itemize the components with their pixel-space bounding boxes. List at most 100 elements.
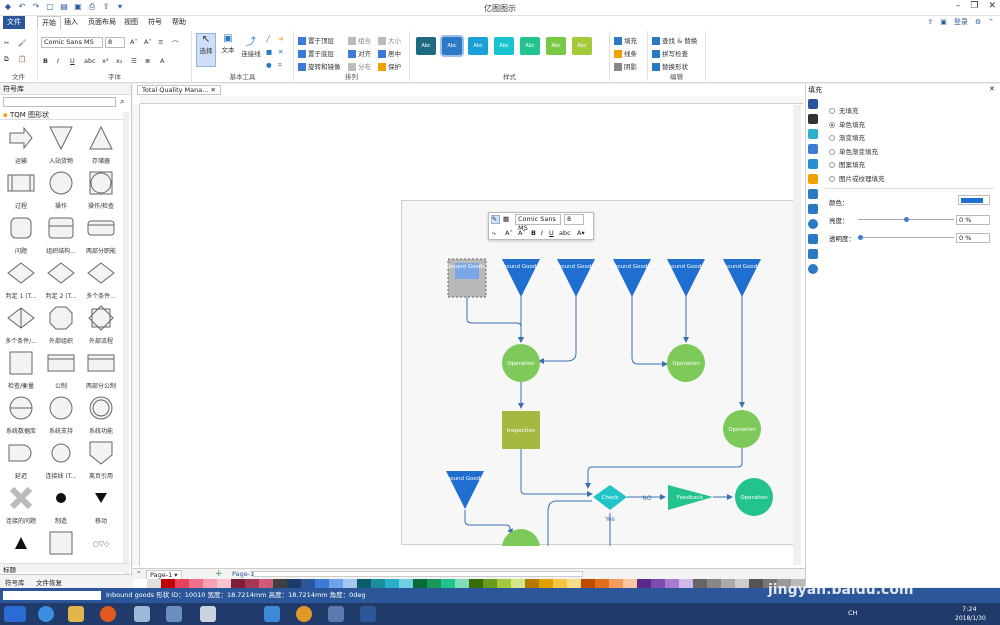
- palette-swatch[interactable]: [749, 579, 763, 588]
- shape-item[interactable]: 多个条件/...: [2, 304, 40, 349]
- connector-style-icon[interactable]: ⤷: [492, 229, 496, 237]
- palette-swatch[interactable]: [609, 579, 623, 588]
- palette-swatch[interactable]: [385, 579, 399, 588]
- circle-icon[interactable]: ●: [266, 61, 272, 69]
- group-button[interactable]: 组合: [348, 35, 371, 45]
- start-icon[interactable]: [4, 606, 26, 622]
- palette-swatch[interactable]: [343, 579, 357, 588]
- palette-swatch[interactable]: [287, 579, 301, 588]
- palette-swatch[interactable]: [665, 579, 679, 588]
- transparency-input[interactable]: 0 %: [956, 233, 990, 243]
- tab-file-recovery[interactable]: 文件恢复: [36, 579, 62, 587]
- grow-font-icon[interactable]: A˄: [505, 229, 513, 237]
- palette-swatch[interactable]: [189, 579, 203, 588]
- check-diamond[interactable]: [593, 485, 627, 510]
- palette-swatch[interactable]: [651, 579, 665, 588]
- tab-symbol-library[interactable]: 符号库: [5, 579, 25, 587]
- shape-item[interactable]: ○▽◇: [82, 529, 120, 574]
- inbound-goods-1-shape[interactable]: [447, 258, 487, 298]
- shape-item[interactable]: 操作/检查: [82, 169, 120, 214]
- shape-item[interactable]: 外部组织: [42, 304, 80, 349]
- color-picker[interactable]: [958, 195, 990, 205]
- status-input[interactable]: [3, 591, 101, 600]
- language-indicator[interactable]: CH: [848, 609, 858, 617]
- palette-swatch[interactable]: [273, 579, 287, 588]
- document-tab[interactable]: Total Quality Mana... ✕: [137, 85, 221, 95]
- redo-icon[interactable]: ↷: [32, 2, 40, 11]
- fill-button[interactable]: 填充: [614, 35, 637, 45]
- bold-icon[interactable]: B: [531, 229, 536, 237]
- fill-option[interactable]: 单色填充: [829, 119, 865, 129]
- operation-final-circle[interactable]: [735, 478, 773, 516]
- palette-swatch[interactable]: [791, 579, 805, 588]
- word-icon[interactable]: [360, 606, 376, 622]
- shrink-font-icon[interactable]: A˅: [518, 229, 526, 237]
- style-swatch-2[interactable]: Abc: [440, 35, 464, 57]
- tab-symbol[interactable]: 符号: [148, 18, 162, 26]
- palette-swatch[interactable]: [245, 579, 259, 588]
- shape-item[interactable]: 两部分公制: [82, 349, 120, 394]
- palette-swatch[interactable]: [777, 579, 791, 588]
- palette-swatch[interactable]: [637, 579, 651, 588]
- superscript-icon[interactable]: x²: [102, 57, 109, 65]
- shape-item[interactable]: 过程: [2, 169, 40, 214]
- font-color-icon[interactable]: A: [160, 57, 165, 65]
- palette-swatch[interactable]: [707, 579, 721, 588]
- inbound-goods-3-shape[interactable]: Inbound Goods 3: [553, 259, 600, 297]
- save-icon[interactable]: ▣: [74, 2, 82, 11]
- palette-swatch[interactable]: [553, 579, 567, 588]
- shadow-button[interactable]: 阴影: [614, 61, 637, 71]
- align-icon[interactable]: ≣: [145, 57, 151, 65]
- horizontal-scrollbar[interactable]: [253, 571, 583, 577]
- italic-icon[interactable]: I: [541, 229, 543, 237]
- palette-swatch[interactable]: [763, 579, 777, 588]
- replace-shape-button[interactable]: 替换形状: [652, 61, 688, 71]
- palette-swatch[interactable]: [133, 579, 147, 588]
- fill-panel-icon[interactable]: [808, 99, 818, 109]
- shape-item[interactable]: 公制: [42, 349, 80, 394]
- center-button[interactable]: 居中: [378, 48, 401, 58]
- line-panel-icon[interactable]: [808, 114, 818, 124]
- crop-icon[interactable]: ⌗: [278, 61, 282, 69]
- grow-font-icon[interactable]: A˄: [130, 38, 138, 46]
- shape-item[interactable]: 入站货物: [42, 124, 80, 169]
- palette-swatch[interactable]: [539, 579, 553, 588]
- palette-swatch[interactable]: [427, 579, 441, 588]
- find-replace-button[interactable]: 查找 & 替换: [652, 35, 697, 45]
- float-font-select[interactable]: Comic Sans MS: [515, 214, 561, 232]
- app-icon[interactable]: [134, 606, 150, 622]
- style-swatch-1[interactable]: Abc: [416, 37, 436, 55]
- brightness-input[interactable]: 0 %: [956, 215, 990, 225]
- shape-item[interactable]: [2, 529, 40, 574]
- clear-format-icon[interactable]: ≡: [158, 38, 164, 46]
- vertical-scrollbar[interactable]: [793, 105, 801, 565]
- more-icon[interactable]: ▾: [117, 2, 122, 11]
- comment-panel-icon[interactable]: [808, 249, 818, 259]
- library-search-input[interactable]: [3, 97, 116, 107]
- format-painter-icon[interactable]: ✎: [491, 215, 500, 224]
- palette-swatch[interactable]: [581, 579, 595, 588]
- fill-option[interactable]: 单色渐变填充: [829, 146, 878, 156]
- palette-swatch[interactable]: [525, 579, 539, 588]
- spellcheck-button[interactable]: 拼写检查: [652, 48, 688, 58]
- protect-button[interactable]: 保护: [378, 61, 401, 71]
- fill-option[interactable]: 渐变填充: [829, 132, 865, 142]
- shape-item[interactable]: 制造: [42, 484, 80, 529]
- style-swatch-5[interactable]: Abc: [520, 37, 540, 55]
- font-family-select[interactable]: Comic Sans MS: [41, 37, 103, 48]
- operation-circle[interactable]: [502, 529, 540, 546]
- palette-swatch[interactable]: [161, 579, 175, 588]
- palette-swatch[interactable]: [217, 579, 231, 588]
- palette-swatch[interactable]: [595, 579, 609, 588]
- inspection-shape[interactable]: [502, 411, 540, 449]
- shrink-font-icon[interactable]: A˅: [144, 38, 152, 46]
- palette-swatch[interactable]: [623, 579, 637, 588]
- tab-insert[interactable]: 插入: [64, 18, 78, 26]
- inbound-goods-4-shape[interactable]: Inbound Goods 4: [609, 259, 656, 297]
- app4-icon[interactable]: [264, 606, 280, 622]
- palette-swatch[interactable]: [413, 579, 427, 588]
- tab-help[interactable]: 帮助: [172, 18, 186, 26]
- palette-swatch[interactable]: [371, 579, 385, 588]
- shape-item[interactable]: 连接线 (T...: [42, 439, 80, 484]
- palette-swatch[interactable]: [147, 579, 161, 588]
